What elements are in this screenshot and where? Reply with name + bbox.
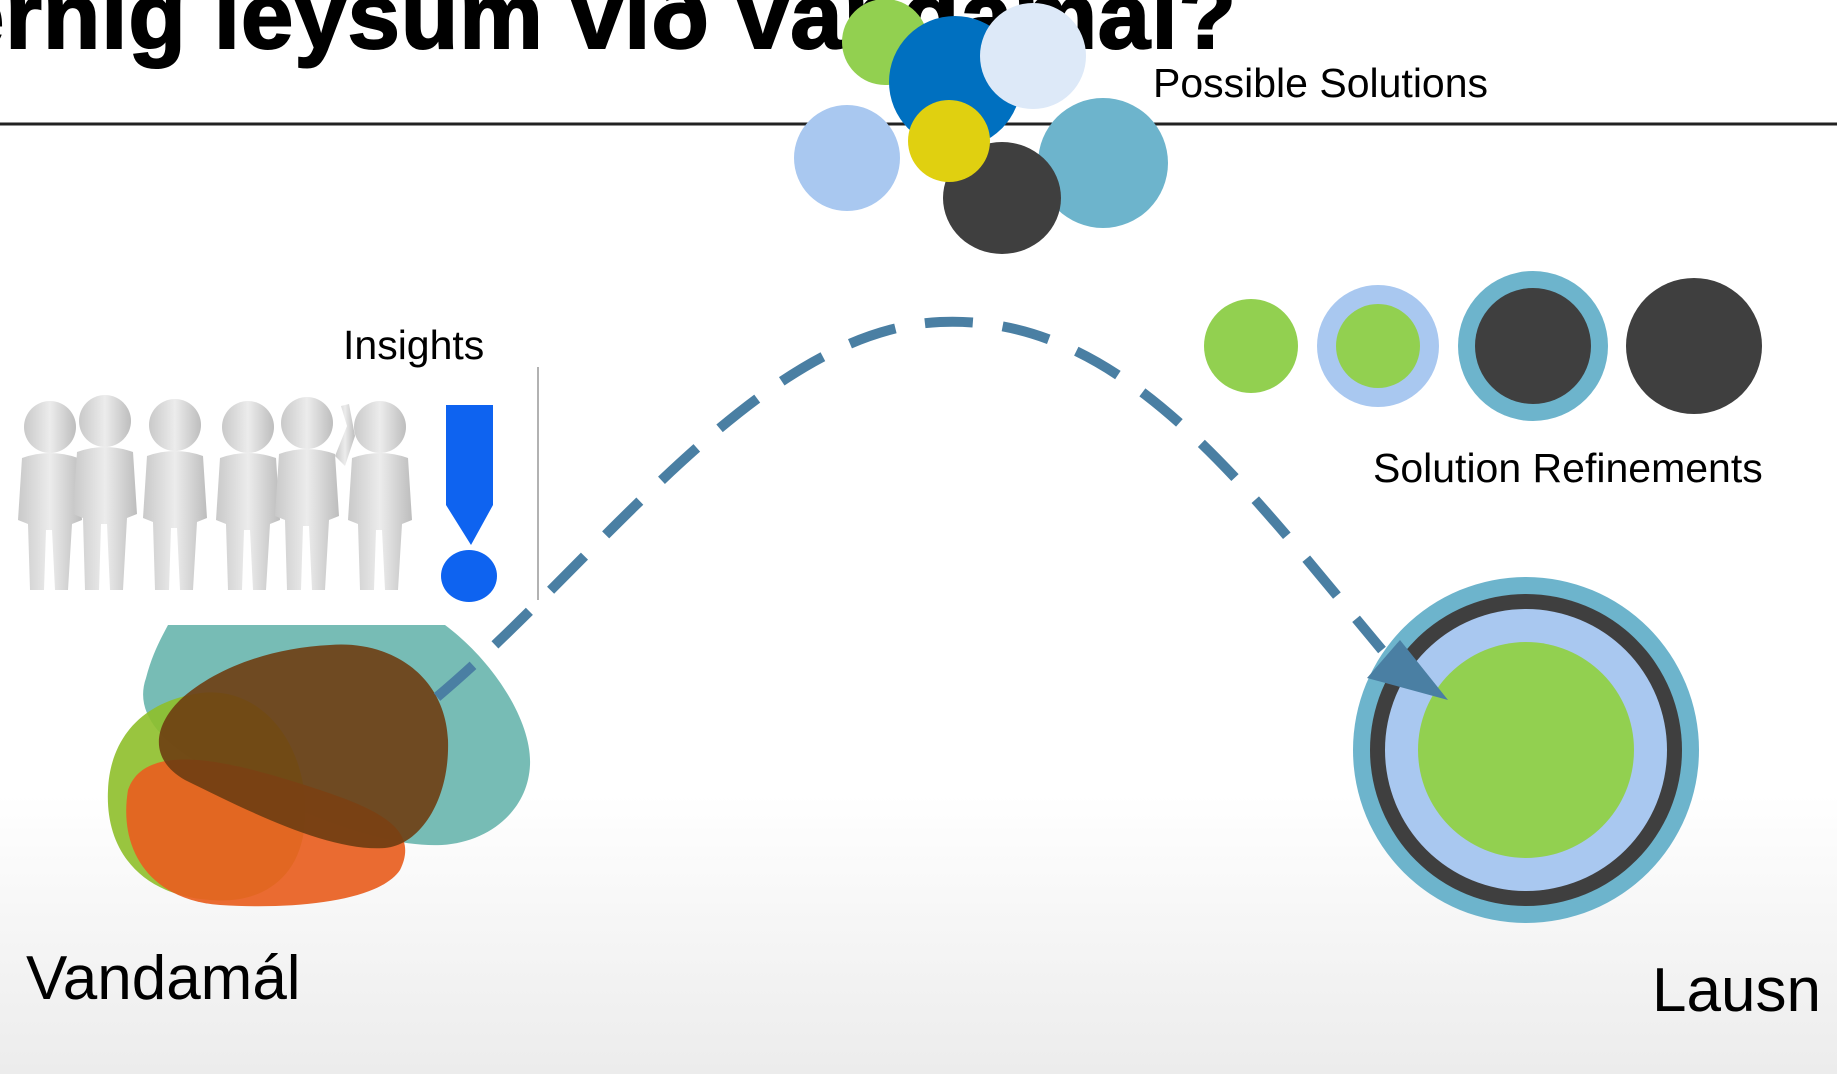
blob-brown: [158, 644, 449, 849]
solution-refinements-label: Solution Refinements: [1373, 445, 1763, 491]
arrow-head: [1367, 640, 1448, 700]
bubble-pale-blue: [980, 3, 1086, 109]
possible-solutions-cluster: [794, 0, 1168, 254]
refinement-step-3: [1458, 271, 1608, 421]
people-group-icon: [18, 395, 412, 590]
problem-label: Vandamál: [26, 944, 301, 1013]
process-arc-arrow: [433, 316, 1386, 701]
insights-label: Insights: [343, 322, 485, 368]
possible-solutions-label: Possible Solutions: [1153, 60, 1489, 106]
bubble-teal: [1038, 98, 1168, 228]
bubble-light-blue: [794, 105, 900, 211]
exclamation-icon: [441, 405, 497, 602]
solution-label: Lausn: [1652, 956, 1821, 1025]
refinement-step-4: [1626, 278, 1762, 414]
problem-blob: [107, 625, 531, 907]
bubble-yellow: [908, 100, 990, 182]
solution-target: [1353, 577, 1699, 923]
refinement-step-1: [1204, 299, 1298, 393]
solution-refinements-sequence: [1204, 271, 1762, 421]
insights-image: [18, 367, 539, 602]
refinement-step-2: [1317, 285, 1439, 407]
